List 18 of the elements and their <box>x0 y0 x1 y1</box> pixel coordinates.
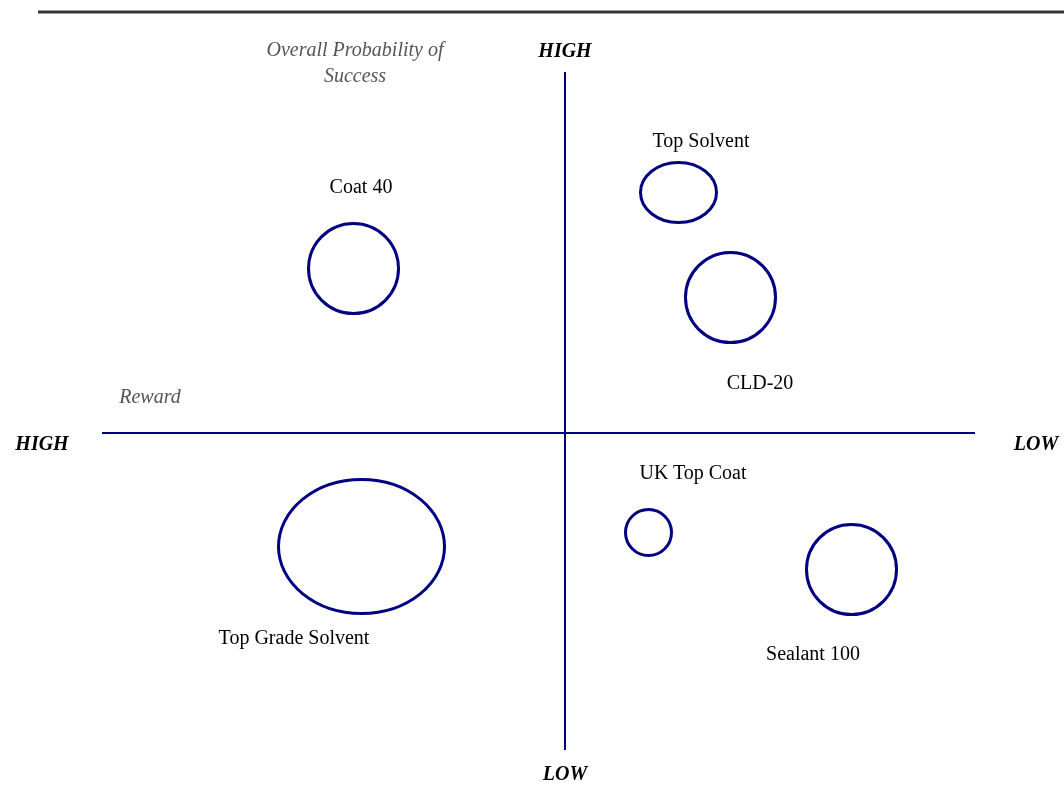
bubble <box>804 522 898 616</box>
bubble-label: Sealant 100 <box>766 641 860 665</box>
bubble-label: Top Grade Solvent <box>218 625 370 649</box>
axis-title: Reward <box>119 384 181 408</box>
bubble <box>276 477 446 615</box>
axis-end-label: HIGH <box>15 431 69 455</box>
bubble-label: Top Solvent <box>652 128 750 152</box>
axis-end-label: LOW <box>1013 431 1059 455</box>
axis-end-label: HIGH <box>538 38 592 62</box>
bubble <box>623 507 673 557</box>
bubble <box>683 250 777 344</box>
axis-title: Overall Probability of Success <box>265 37 447 88</box>
axis-end-label: LOW <box>542 761 588 785</box>
bubble-label: CLD-20 <box>726 370 794 394</box>
bubble <box>306 221 400 315</box>
bubble <box>638 160 718 224</box>
bubble-label: UK Top Coat <box>639 460 747 484</box>
bubble-label: Coat 40 <box>329 174 393 198</box>
